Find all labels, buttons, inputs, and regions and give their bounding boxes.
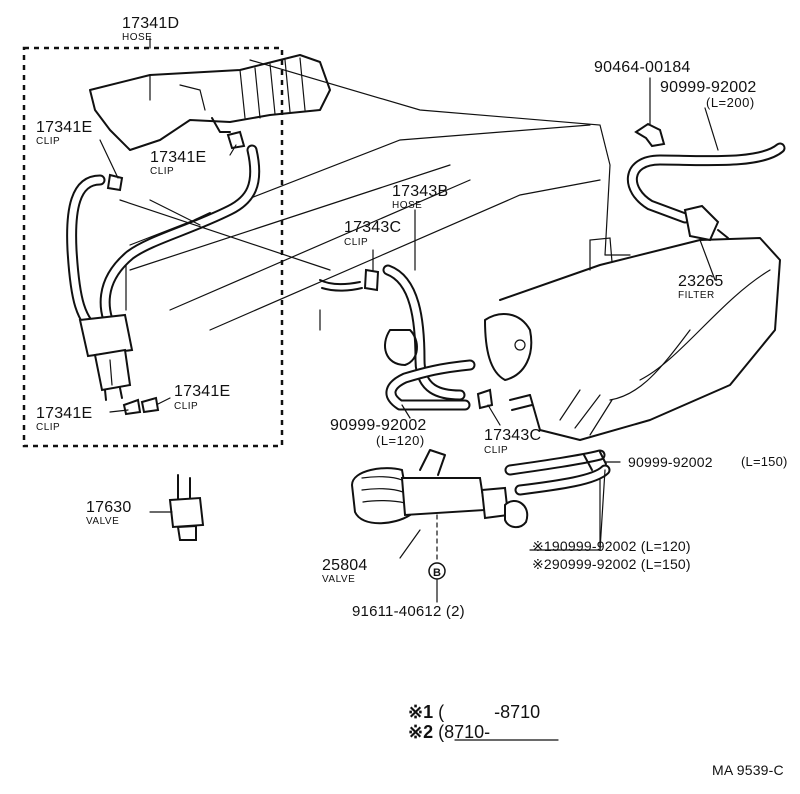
callout-17341e-bl-name: CLIP: [36, 422, 61, 433]
callout-17343c-bot-name: CLIP: [484, 445, 509, 456]
callout-17341d-name: HOSE: [122, 32, 153, 43]
callout-17341d-part: 17341D: [122, 15, 180, 32]
legend-row-1-mark: ※1: [408, 702, 434, 722]
hose-17341d-drawing: [66, 130, 331, 416]
callout-17341e-bl-part: 17341E: [36, 405, 93, 422]
legend-row-1-paren: (: [438, 702, 445, 722]
valve-17630-drawing: [168, 474, 205, 541]
callout-17343c-top-part: 17343C: [344, 219, 402, 236]
note-l150: ※290999-92002 (L=150): [532, 556, 691, 572]
callout-17630-part: 17630: [86, 499, 132, 516]
hose-17343b-drawing: [382, 264, 533, 411]
callout-hose-l120-part: 90999-92002: [330, 417, 427, 434]
marker-b-circle: [428, 562, 446, 580]
figure-code: MA 9539-C: [712, 762, 784, 778]
callout-hose-l200-spec: (L=200): [706, 95, 755, 110]
hose-l200-filter-drawing: [627, 122, 786, 242]
callout-90464-part: 90464-00184: [594, 59, 691, 76]
air-intake-duct: [89, 54, 331, 151]
legend-row-2-paren: (: [438, 722, 445, 742]
intake-manifold: [499, 237, 781, 441]
hose-group-dashed-box: [22, 46, 284, 448]
connecting-pipe: [319, 268, 380, 292]
callout-17341e-br-part: 17341E: [174, 383, 231, 400]
callout-hose-l120-spec: (L=120): [376, 433, 425, 448]
callout-23265-name: FILTER: [678, 290, 715, 301]
callout-hose-l200-part: 90999-92002: [660, 79, 757, 96]
legend-row-1: ※1 ( -8710: [408, 702, 540, 722]
legend-row-1-range: -8710: [444, 702, 541, 722]
marker-b-label: B: [433, 567, 441, 579]
callout-17341e-top-name: CLIP: [36, 136, 61, 147]
callout-25804-name: VALVE: [322, 574, 356, 585]
callout-17630-name: VALVE: [86, 516, 120, 527]
valve-25804-drawing: [350, 449, 611, 528]
legend-row-2-mark: ※2: [408, 722, 434, 742]
callout-17341e-br-name: CLIP: [174, 401, 199, 412]
callout-hose-l150-part: 90999-92002: [628, 454, 713, 470]
callout-17341e-mid-part: 17341E: [150, 149, 207, 166]
callout-23265-part: 23265: [678, 273, 724, 290]
callout-91611-part: 91611-40612 (2): [352, 603, 465, 620]
callout-17343c-bot-part: 17343C: [484, 427, 542, 444]
leader-lines: [99, 37, 719, 603]
callout-17341e-mid-name: CLIP: [150, 166, 175, 177]
callout-25804-part: 25804: [322, 557, 368, 574]
callout-hose-l150-spec: (L=150): [741, 454, 788, 469]
callout-17343c-top-name: CLIP: [344, 237, 369, 248]
callout-17341e-top-part: 17341E: [36, 119, 93, 136]
engine-block-outline: [125, 59, 631, 331]
callout-17343b-name: HOSE: [392, 200, 423, 211]
legend-row-2: ※2 (8710-: [408, 722, 540, 742]
note-l120: ※190999-92002 (L=120): [532, 538, 691, 554]
callout-17343b-part: 17343B: [392, 183, 449, 200]
legend-row-2-range: 8710-: [444, 722, 541, 742]
